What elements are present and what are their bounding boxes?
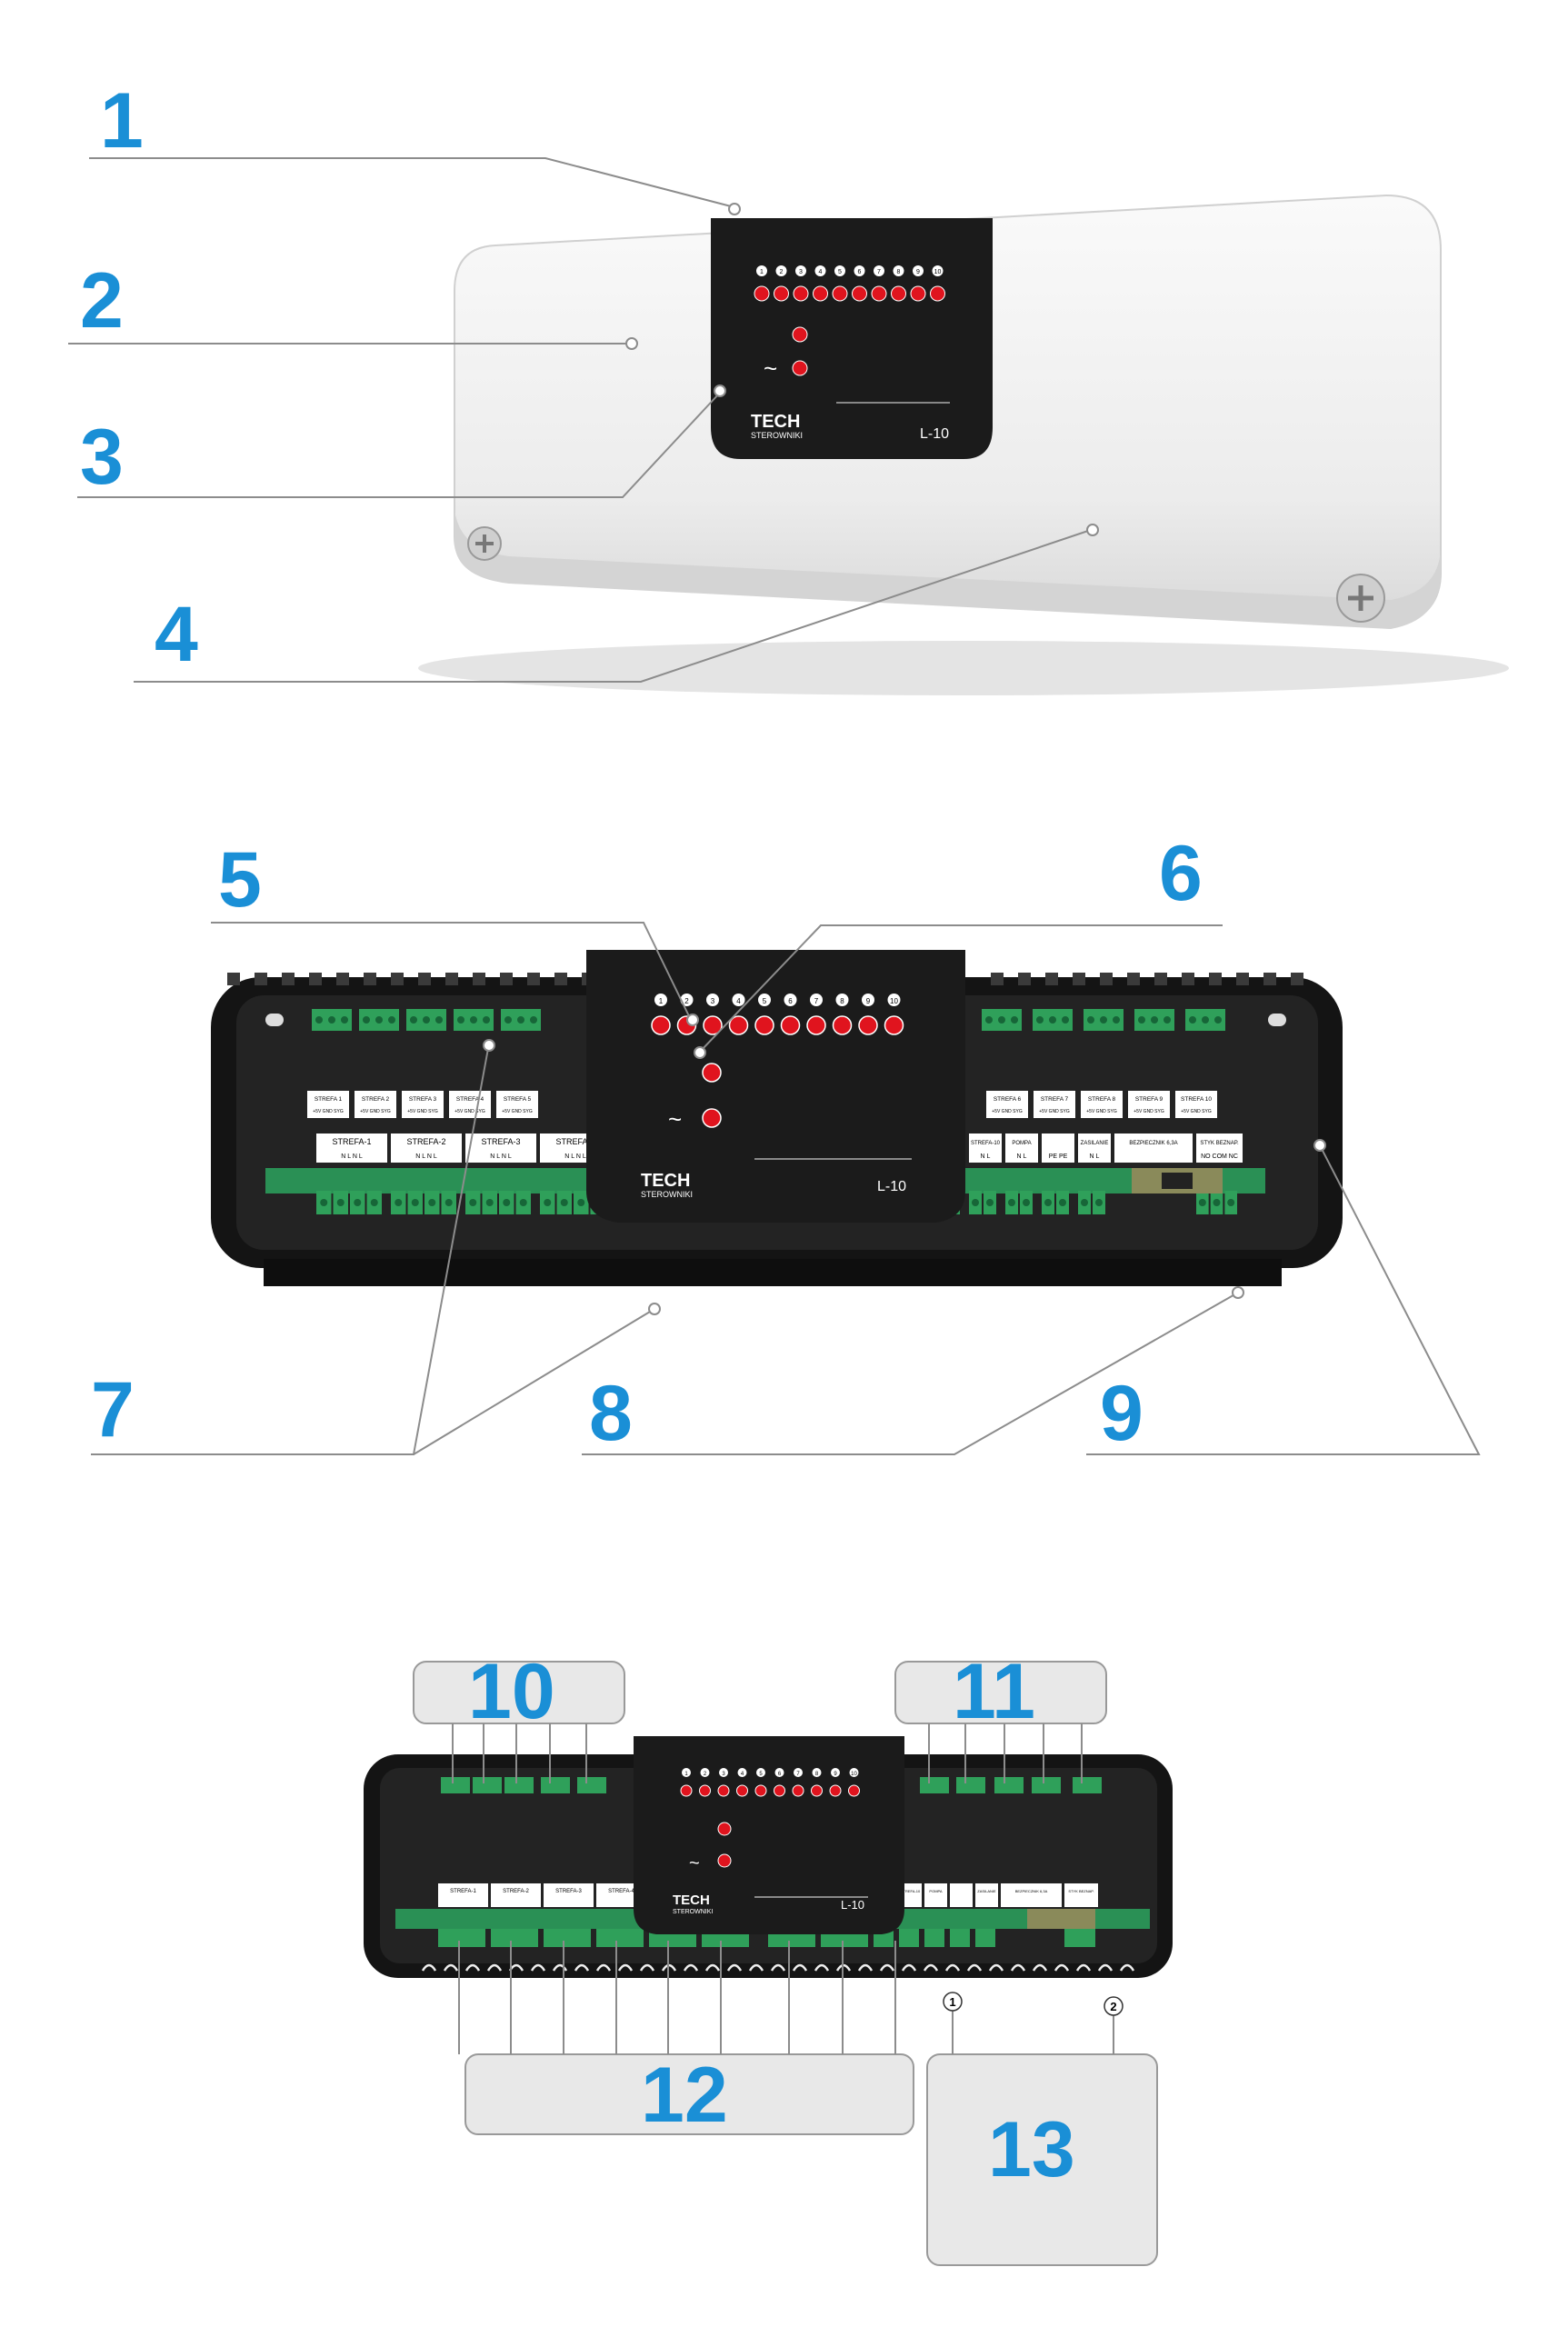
callout-2: 2 bbox=[80, 262, 124, 340]
power-symbol: ~ bbox=[689, 1853, 700, 1873]
power-symbol: ~ bbox=[764, 355, 777, 382]
led-number: 6 bbox=[788, 997, 793, 1005]
model-label: L-10 bbox=[841, 1898, 864, 1912]
callout-5: 5 bbox=[218, 841, 262, 919]
marker-badge-1: 1 bbox=[944, 1992, 962, 2011]
callout-3: 3 bbox=[80, 418, 124, 496]
svg-text:2: 2 bbox=[1110, 2000, 1116, 2013]
brand-logo: TECH bbox=[673, 1893, 710, 1908]
led-number: 3 bbox=[711, 997, 715, 1005]
callout-6: 6 bbox=[1159, 834, 1203, 913]
led-number: 10 bbox=[890, 997, 898, 1005]
led-number: 4 bbox=[736, 997, 741, 1005]
callout-13: 13 bbox=[988, 2111, 1075, 2189]
brand-logo: TECH bbox=[641, 1171, 690, 1191]
brand-sub: STEROWNIKI bbox=[751, 431, 803, 440]
led-number: 8 bbox=[840, 997, 844, 1005]
callout-12: 12 bbox=[641, 2056, 728, 2134]
svg-text:1: 1 bbox=[949, 1995, 955, 2009]
led-number: 7 bbox=[814, 997, 819, 1005]
callout-9: 9 bbox=[1100, 1374, 1144, 1453]
brand-logo: TECH bbox=[751, 412, 800, 432]
top-panel-overlay: TECH STEROWNIKI L-10 ~ bbox=[0, 0, 1568, 745]
callout-10: 10 bbox=[468, 1653, 555, 1731]
callout-7: 7 bbox=[91, 1371, 135, 1449]
wiring-overlay: TECH STEROWNIKI L-10 ~ 1 2 bbox=[0, 1636, 1568, 2327]
model-label: L-10 bbox=[920, 426, 949, 442]
marker-badge-2: 2 bbox=[1104, 1997, 1123, 2015]
led-number: 9 bbox=[866, 997, 871, 1005]
model-label: L-10 bbox=[877, 1179, 906, 1194]
callout-8: 8 bbox=[589, 1374, 633, 1453]
led-number: 5 bbox=[763, 997, 767, 1005]
callout-1: 1 bbox=[100, 82, 144, 160]
brand-sub: STEROWNIKI bbox=[641, 1190, 693, 1199]
brand-sub: STEROWNIKI bbox=[673, 1909, 713, 1915]
callout-4: 4 bbox=[155, 595, 198, 674]
led-number: 1 bbox=[659, 997, 664, 1005]
callout-11: 11 bbox=[953, 1653, 1035, 1731]
power-symbol: ~ bbox=[668, 1105, 682, 1133]
led-number: 2 bbox=[684, 997, 689, 1005]
